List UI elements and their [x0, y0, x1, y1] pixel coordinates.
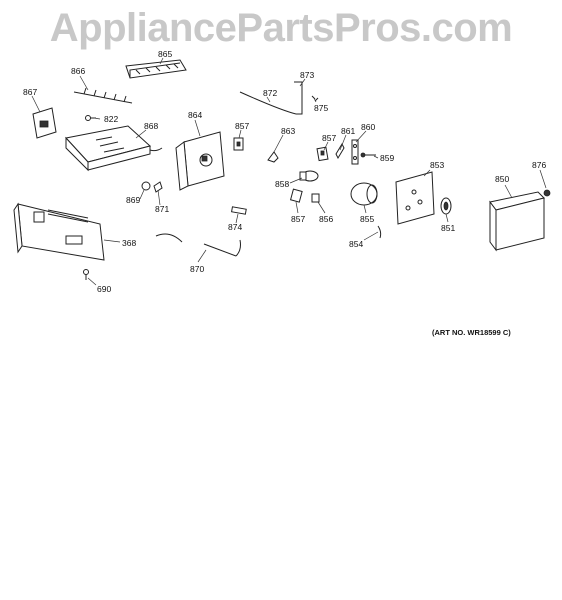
- part-368-shape: [13, 202, 105, 261]
- part-855-shape: [350, 182, 378, 206]
- label-875: 875: [314, 103, 328, 113]
- part-854-shape: [377, 225, 382, 239]
- label-865: 865: [158, 49, 172, 59]
- label-857-lower: 857: [291, 214, 305, 224]
- label-871: 871: [155, 204, 169, 214]
- label-857-upper: 857: [235, 121, 249, 131]
- label-850: 850: [495, 174, 509, 184]
- part-874-shape: [231, 206, 247, 215]
- part-866-shape: [73, 87, 133, 104]
- label-858: 858: [275, 179, 289, 189]
- part-873-shape: [294, 81, 303, 115]
- part-690-shape: [83, 269, 89, 280]
- part-856-shape: [311, 193, 320, 203]
- part-869-shape: [141, 181, 151, 191]
- label-863: 863: [281, 126, 295, 136]
- part-868-shape: [65, 125, 163, 172]
- part-864-shape: [175, 131, 225, 191]
- label-868: 868: [144, 121, 158, 131]
- part-876-shape: [543, 189, 551, 197]
- leader-lines: [31, 57, 547, 286]
- part-857c-shape: [289, 188, 303, 203]
- label-854: 854: [349, 239, 363, 249]
- part-871-shape: [153, 181, 163, 193]
- label-864: 864: [188, 110, 202, 120]
- part-851-shape: [440, 197, 452, 215]
- label-856: 856: [319, 214, 333, 224]
- part-863-shape: [267, 151, 279, 163]
- part-853-shape: [395, 171, 435, 225]
- label-859: 859: [380, 153, 394, 163]
- part-859-shape: [360, 152, 376, 158]
- label-861: 861: [341, 126, 355, 136]
- label-857-middle: 857: [322, 133, 336, 143]
- label-690: 690: [97, 284, 111, 294]
- label-822: 822: [104, 114, 118, 124]
- part-872-shape: [239, 91, 297, 115]
- part-861-shape: [335, 142, 345, 160]
- art-number: (ART NO. WR18599 C): [432, 328, 511, 337]
- part-850-shape: [489, 191, 545, 252]
- part-865-shape: [125, 59, 187, 79]
- watermark-logo: AppliancePartsPros.com: [49, 6, 513, 50]
- label-869: 869: [126, 195, 140, 205]
- part-867-shape: [32, 107, 57, 139]
- label-876: 876: [532, 160, 546, 170]
- label-874: 874: [228, 222, 242, 232]
- label-872: 872: [263, 88, 277, 98]
- part-870-shape: [155, 233, 241, 257]
- label-855: 855: [360, 214, 374, 224]
- part-857b-shape: [316, 146, 329, 162]
- label-867: 867: [23, 87, 37, 97]
- label-870: 870: [190, 264, 204, 274]
- label-853: 853: [430, 160, 444, 170]
- label-368: 368: [122, 238, 136, 248]
- part-860-shape: [351, 139, 359, 165]
- label-860: 860: [361, 122, 375, 132]
- label-851: 851: [441, 223, 455, 233]
- part-857a-shape: [233, 137, 244, 151]
- part-858-shape: [299, 170, 319, 182]
- label-873: 873: [300, 70, 314, 80]
- label-866: 866: [71, 66, 85, 76]
